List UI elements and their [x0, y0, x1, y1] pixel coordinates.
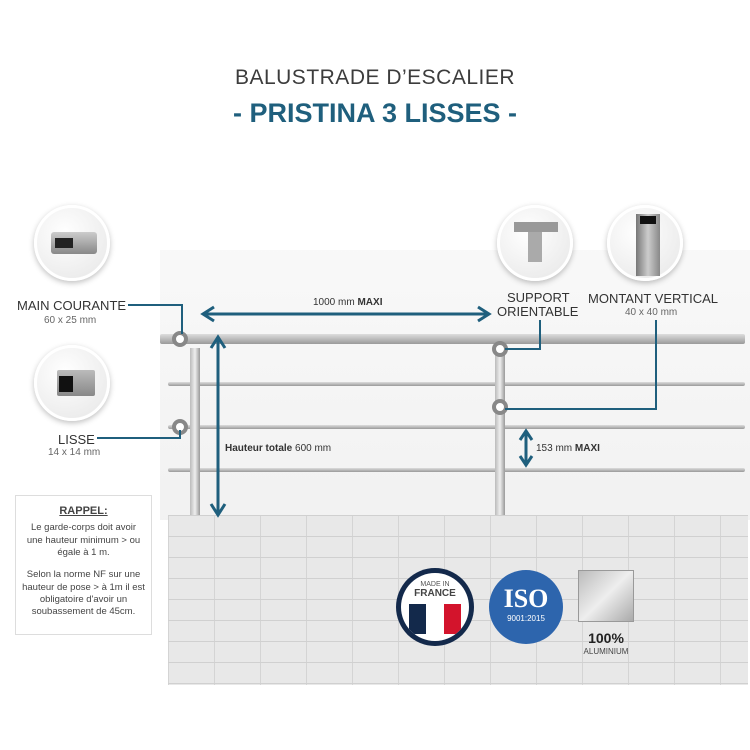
page-title: BALUSTRADE D’ESCALIER [234, 66, 516, 89]
lisse-label: LISSE [58, 432, 95, 447]
support-label-1: SUPPORT [507, 290, 570, 305]
gap-dimension: 153 mm MAXI [536, 443, 600, 454]
montant-label: MONTANT VERTICAL [588, 291, 719, 306]
lisse-image [34, 345, 110, 421]
france-text-2: FRANCE [414, 588, 456, 599]
support-label-2: ORIENTABLE [497, 304, 579, 319]
iso-badge: ISO 9001:2015 [489, 570, 563, 644]
leader-lisse [97, 437, 181, 439]
leader-montant-v [655, 320, 657, 410]
support-image [497, 205, 573, 281]
product-name: - PRISTINA 3 LISSES - [232, 98, 518, 128]
france-text-1: MADE IN [420, 581, 450, 588]
lisse-size: 14 x 14 mm [48, 447, 101, 458]
width-dimension: 1000 mm MAXI [313, 297, 383, 308]
leader-main-courante [128, 304, 183, 306]
rappel-box: RAPPEL: Le garde-corps doit avoir une ha… [15, 495, 152, 635]
leader-support [505, 348, 541, 350]
leader-lisse-v [179, 430, 181, 439]
post-right [495, 344, 505, 515]
main-courante-label: MAIN COURANTE [17, 298, 127, 313]
post-left [190, 348, 200, 515]
marker-montant [492, 399, 508, 415]
lisse-rail-3 [168, 468, 745, 472]
aluminium-percent: 100% [588, 630, 624, 646]
montant-size: 40 x 40 mm [625, 307, 678, 318]
iso-text: ISO [503, 584, 549, 613]
leader-support-v [539, 320, 541, 350]
height-dimension: Hauteur totale 600 mm [225, 443, 332, 454]
montant-image [607, 205, 683, 281]
rappel-title: RAPPEL: [59, 505, 108, 517]
rappel-text-2: Selon la norme NF sur une hauteur de pos… [22, 569, 145, 618]
lisse-rail-1 [168, 382, 745, 386]
leader-montant [505, 408, 657, 410]
main-courante-image [34, 205, 110, 281]
iso-standard: 9001:2015 [507, 614, 545, 623]
aluminium-label: ALUMINIUM [583, 647, 629, 656]
aluminium-swatch [578, 570, 634, 622]
marker-main-courante [172, 331, 188, 347]
made-in-france-badge: MADE IN FRANCE [396, 568, 474, 646]
rappel-text-1: Le garde-corps doit avoir une hauteur mi… [26, 522, 141, 558]
lisse-rail-2 [168, 425, 745, 429]
leader-main-courante-v [181, 304, 183, 334]
main-courante-size: 60 x 25 mm [44, 315, 97, 326]
handrail [160, 334, 745, 344]
